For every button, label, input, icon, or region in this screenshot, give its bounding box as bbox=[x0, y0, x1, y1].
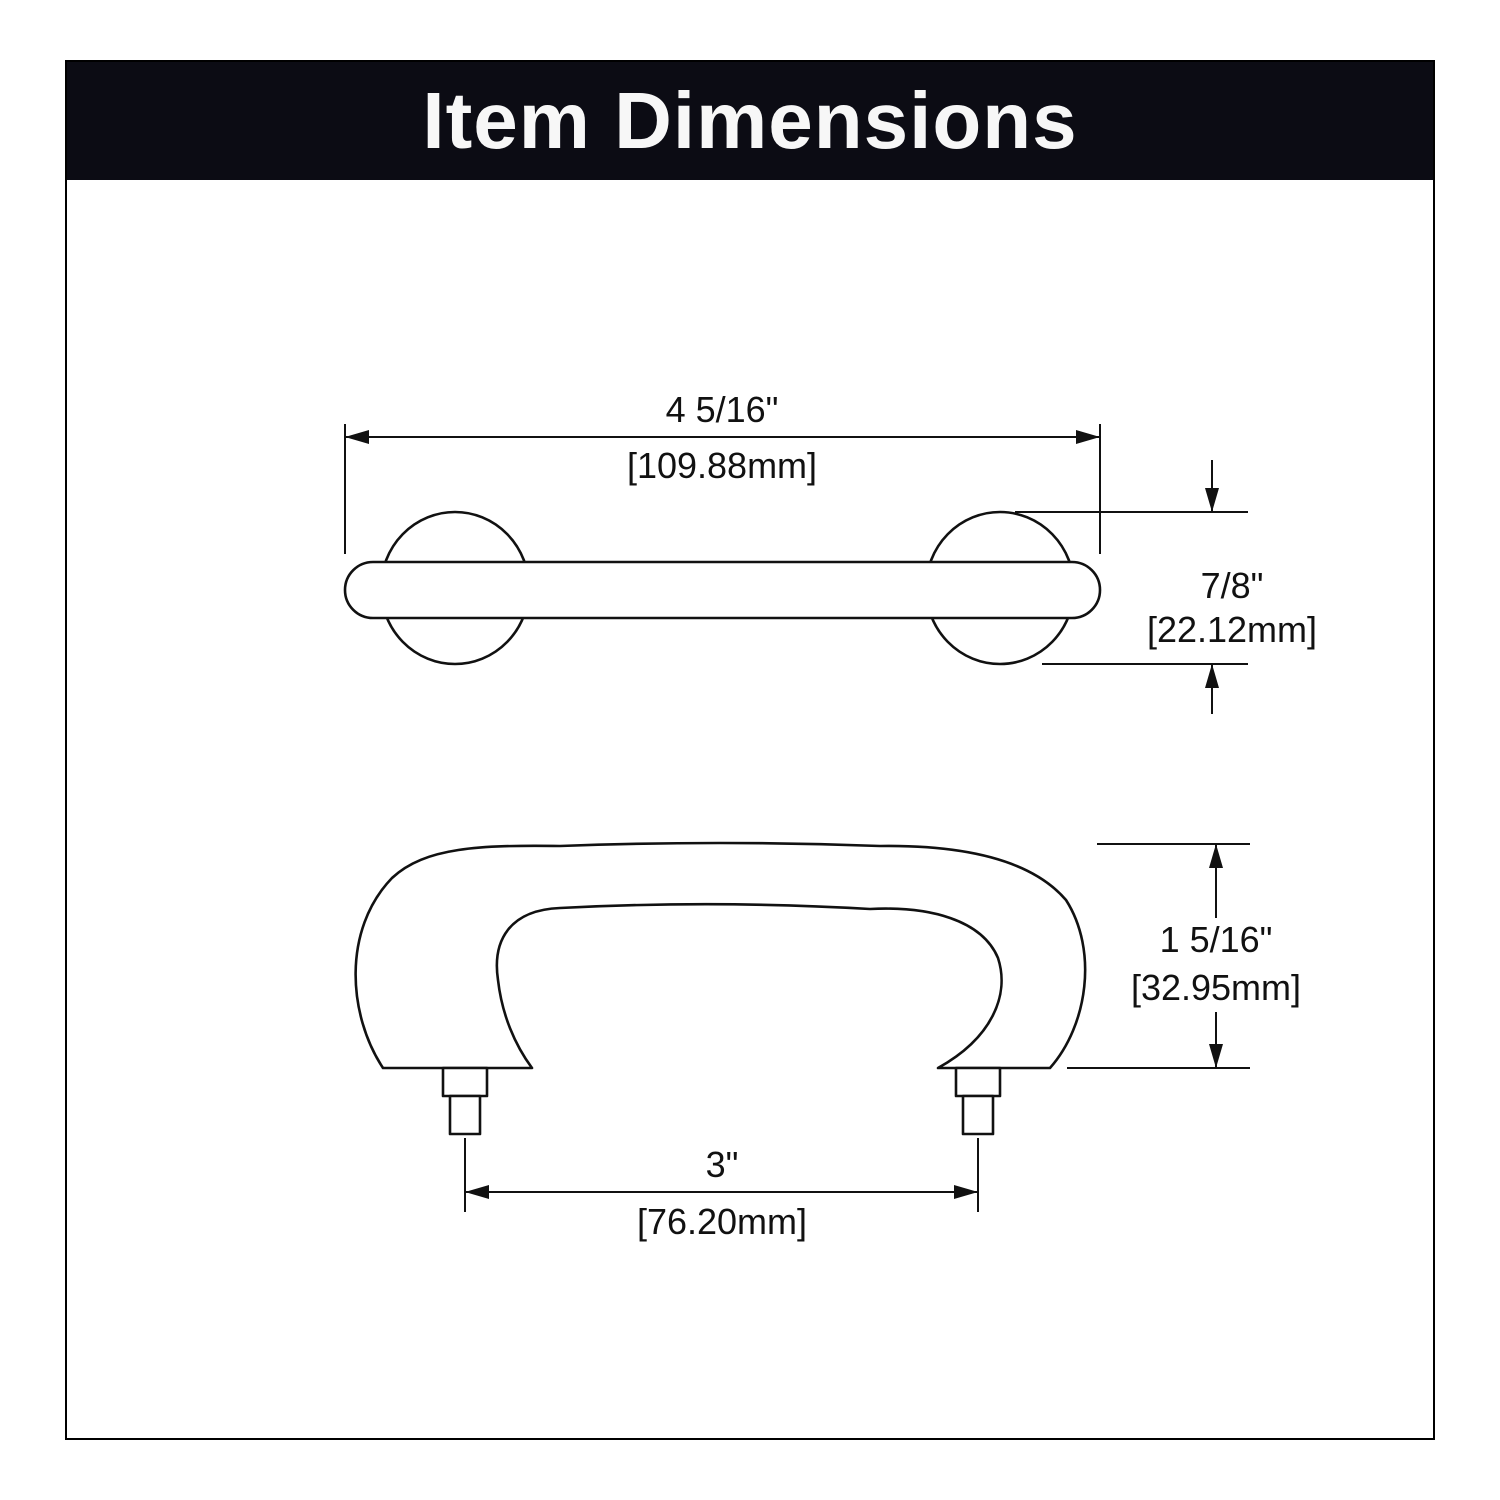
handle-bar bbox=[343, 560, 1102, 620]
profile-height-label-background bbox=[1123, 918, 1309, 1012]
width-label-inches: 4 5/16" bbox=[666, 389, 779, 430]
side-view-drawing bbox=[354, 841, 1087, 1136]
front-view-width-dimension: 4 5/16" [109.88mm] bbox=[344, 389, 1101, 554]
cc-label-mm: [76.20mm] bbox=[637, 1201, 807, 1242]
profile-height-arrow-top bbox=[1209, 844, 1223, 868]
cc-label-inches: 3" bbox=[706, 1144, 739, 1185]
height-label-inches: 7/8" bbox=[1201, 565, 1264, 606]
width-label-mm: [109.88mm] bbox=[627, 445, 817, 486]
right-post bbox=[954, 1066, 1002, 1098]
handle-profile bbox=[354, 841, 1087, 1070]
width-arrow-left bbox=[345, 430, 369, 444]
cc-arrow-right bbox=[954, 1185, 978, 1199]
profile-height-arrow-bottom bbox=[1209, 1044, 1223, 1068]
profile-height-label-mm: [32.95mm] bbox=[1131, 967, 1301, 1008]
side-view-height-dimension: 1 5/16" [32.95mm] bbox=[1067, 843, 1309, 1069]
height-arrow-bottom bbox=[1205, 664, 1219, 688]
right-post-stem bbox=[961, 1094, 995, 1136]
left-post bbox=[441, 1066, 489, 1098]
height-arrow-top bbox=[1205, 488, 1219, 512]
width-arrow-right bbox=[1076, 430, 1100, 444]
height-label-mm: [22.12mm] bbox=[1147, 609, 1317, 650]
profile-height-label-inches: 1 5/16" bbox=[1160, 919, 1273, 960]
left-post-stem bbox=[448, 1094, 482, 1136]
page-title: Item Dimensions bbox=[422, 76, 1078, 165]
front-view-height-dimension: 7/8" [22.12mm] bbox=[1015, 460, 1317, 714]
center-to-center-dimension: 3" [76.20mm] bbox=[464, 1138, 979, 1242]
diagram-frame: Item Dimensions 4 5/16" [109.88mm] bbox=[65, 60, 1435, 1440]
header-bar: Item Dimensions bbox=[67, 62, 1433, 180]
dimension-drawing: 4 5/16" [109.88mm] 7/8" [22.12mm] bbox=[343, 389, 1317, 1242]
cc-arrow-left bbox=[465, 1185, 489, 1199]
front-view-drawing bbox=[343, 510, 1102, 666]
